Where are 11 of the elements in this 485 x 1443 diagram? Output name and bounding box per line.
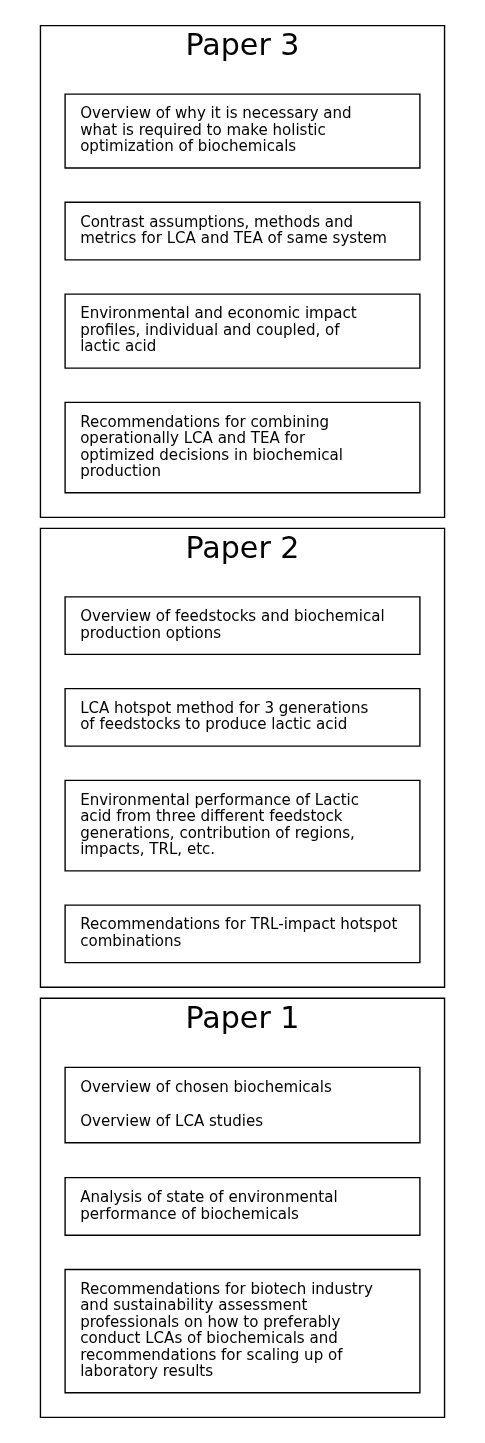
- node-box: Recommendations for combining operationally LCA and TEA for optimized decisions in biochemical production: [64, 401, 421, 494]
- node-box: Recommendations for biotech industry and sustainability assessment professionals on how to preferably conduct LCAs of biochemicals and recommendations for scaling up of laboratory results: [64, 1268, 421, 1394]
- node-box: Overview of feedstocks and biochemical production options: [64, 596, 421, 656]
- node-box: LCA hotspot method for 3 generations of feedstocks to produce lactic acid: [64, 687, 421, 747]
- node-box: Recommendations for TRL-impact hotspot combinations: [64, 904, 421, 964]
- node-box: Overview of why it is necessary and what is required to make holistic optimization of biochemicals: [64, 93, 421, 169]
- node-box: Environmental performance of Lactic acid from three different feedstock generations, contribution of regions, impacts, TRL, etc.: [64, 779, 421, 872]
- node-box: Analysis of state of environmental performance of biochemicals: [64, 1177, 421, 1236]
- node-box: Environmental and economic impact profiles, individual and coupled, of lactic acid: [64, 293, 421, 369]
- node-box: Overview of chosen biochemicals Overview of LCA studies: [64, 1066, 421, 1144]
- node-box: Contrast assumptions, methods and metrics for LCA and TEA of same system: [64, 201, 421, 261]
